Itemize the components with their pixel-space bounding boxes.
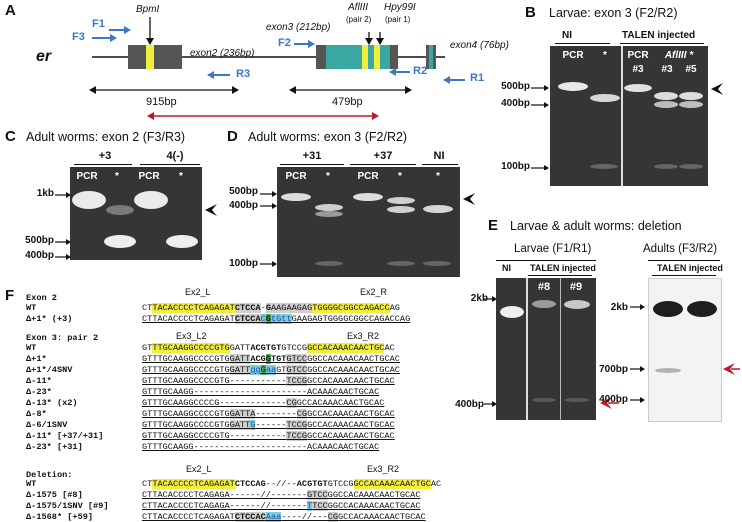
exon3-label: exon3 (212bp) xyxy=(266,22,331,33)
gene-name: er xyxy=(36,48,52,65)
exon4-label: exon4 (76bp) xyxy=(450,40,509,51)
primer-r2: R2 xyxy=(413,65,428,77)
pair1-label: (pair 1) xyxy=(385,15,411,24)
gel-c: PCR * PCR * xyxy=(70,167,202,260)
len-915: 915bp xyxy=(146,96,177,108)
gel-d: PCR * PCR * * xyxy=(277,167,460,277)
primer-f2: F2 xyxy=(278,37,291,49)
panel-b-letter: B xyxy=(525,4,536,21)
seq-ex2-mut: CTTACACCCCTCAGAGATCTCCACGtGttGAAGAGTGGGG… xyxy=(142,314,411,324)
gene-diagram xyxy=(89,17,465,120)
primer-f3: F3 xyxy=(72,31,85,43)
panel-e-title: Larvae & adult worms: deletion xyxy=(510,219,682,233)
panel-c-title: Adult worms: exon 2 (F3/R3) xyxy=(26,130,186,144)
exon2-label: exon2 (236bp) xyxy=(190,48,255,59)
e-adults-title: Adults (F3/R2) xyxy=(643,243,718,255)
exon2-target xyxy=(146,45,154,69)
bpmi-label: BpmI xyxy=(136,4,160,15)
len-479: 479bp xyxy=(332,96,363,108)
exon3-target-2 xyxy=(374,45,380,69)
exon3-teal xyxy=(326,45,390,69)
gel-b: PCR * PCR #3 AflIII * #3 #5 xyxy=(550,46,708,186)
primer-r1: R1 xyxy=(470,72,485,84)
b-ni: NI xyxy=(562,30,572,41)
seq-ex2-wt: CTTACACCCCTCAGAGATCTCCA-GAAGAAGAGTGGGGCG… xyxy=(142,303,400,313)
primer-f1: F1 xyxy=(92,18,105,30)
gel-e-larvae: #8 #9 xyxy=(496,278,596,420)
primer-r3: R3 xyxy=(236,68,251,80)
e-larvae-title: Larvae (F1/R1) xyxy=(514,243,592,255)
panel-c-letter: C xyxy=(5,128,16,145)
pair2-label: (pair 2) xyxy=(346,15,372,24)
panel-f-letter: F xyxy=(5,287,15,304)
exon3-target-1 xyxy=(362,45,368,69)
panel-b-title: Larvae: exon 3 (F2/R2) xyxy=(549,6,678,20)
gel-e-adults xyxy=(648,278,722,422)
panel-d-letter: D xyxy=(227,128,238,145)
panel-a-letter: A xyxy=(5,2,16,19)
hpy99-label: Hpy99I xyxy=(384,2,416,13)
b-tal: TALEN injected xyxy=(622,30,696,41)
afliii-label: AflIII xyxy=(348,2,369,13)
panel-e-letter: E xyxy=(488,217,499,234)
panel-d-title: Adult worms: exon 3 (F2/R2) xyxy=(248,130,408,144)
exon2-box xyxy=(128,45,182,69)
